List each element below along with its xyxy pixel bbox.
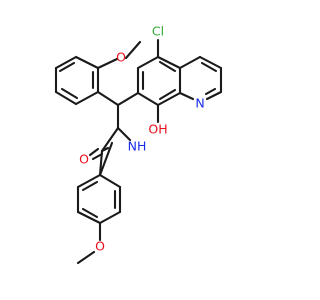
bond <box>156 55 182 70</box>
amide-nitrogen: NH <box>128 139 147 154</box>
bond <box>81 207 99 219</box>
carbonyl-oxygen: O <box>79 152 89 167</box>
bond <box>58 61 76 73</box>
bond <box>76 173 102 189</box>
quinoline-nitrogen: N <box>195 96 204 111</box>
bond <box>204 87 217 96</box>
bond <box>60 87 79 100</box>
bond <box>156 91 182 107</box>
bond <box>116 126 132 142</box>
methoxy-oxygen-bottom: O <box>95 239 105 254</box>
chlorine-atom: Cl <box>152 24 164 39</box>
bond <box>136 55 160 70</box>
bond <box>81 180 99 192</box>
bond <box>74 55 100 70</box>
bond <box>98 210 122 225</box>
bond <box>124 40 142 60</box>
bond <box>200 61 218 73</box>
bond <box>100 146 110 153</box>
bonds <box>54 38 223 265</box>
bond <box>158 88 177 101</box>
bond <box>178 55 202 70</box>
chemical-structure: Cl O N OH NH O O <box>54 24 223 265</box>
bond <box>96 57 119 70</box>
atom-labels: Cl O N OH NH O O <box>79 24 205 254</box>
bond <box>178 91 195 101</box>
bond <box>88 147 100 157</box>
bond <box>91 152 104 161</box>
hydroxy-group: OH <box>148 122 167 137</box>
bond <box>136 91 160 107</box>
bond <box>98 141 114 177</box>
bond <box>98 173 122 189</box>
methoxy-oxygen-top: O <box>116 50 126 65</box>
bond <box>54 55 78 70</box>
bond <box>74 90 100 106</box>
bond <box>205 90 223 101</box>
bond <box>198 55 223 70</box>
bond <box>96 90 120 107</box>
bond <box>158 60 177 73</box>
bond <box>100 126 120 153</box>
bond <box>116 91 140 107</box>
bond <box>76 210 102 225</box>
bond <box>54 90 78 106</box>
bond <box>76 250 96 265</box>
